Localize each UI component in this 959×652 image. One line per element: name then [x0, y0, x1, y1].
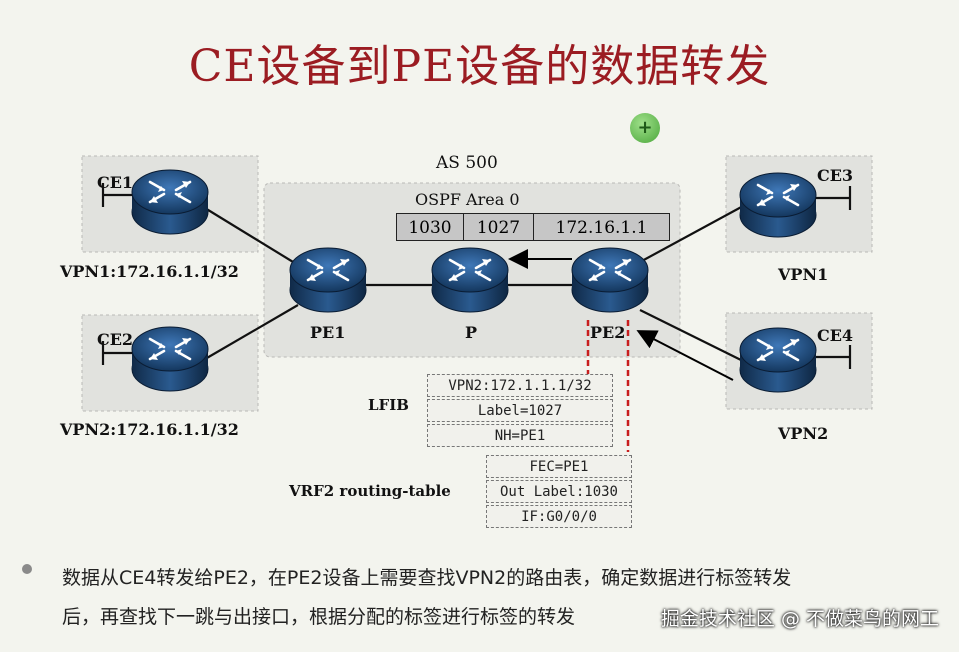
label-stack-cell-inner: 1027	[463, 213, 534, 241]
vrf2-table-title: VRF2 routing-table	[289, 482, 451, 500]
lfib-row: NH=PE1	[427, 424, 613, 447]
router-ce3-icon	[738, 171, 818, 239]
description-line-2: 后，再查找下一跳与出接口，根据分配的标签进行标签的转发	[62, 606, 576, 628]
bullet-icon	[22, 564, 32, 574]
device-label-ce3: CE3	[817, 166, 854, 185]
device-label-pe2: PE2	[590, 323, 626, 342]
device-label-pe1: PE1	[310, 323, 346, 342]
description-line-1: 数据从CE4转发给PE2，在PE2设备上需要查找VPN2的路由表，确定数据进行标…	[62, 567, 792, 589]
vrf2-row: IF:G0/0/0	[486, 505, 632, 528]
page-title: CE设备到PE设备的数据转发	[188, 41, 771, 92]
add-button[interactable]: +	[630, 113, 660, 143]
vrf2-row: Out Label:1030	[486, 480, 632, 503]
vpn2-left-label: VPN2:172.16.1.1/32	[60, 420, 239, 439]
vpn2-right-label: VPN2	[778, 424, 829, 443]
router-ce2-icon	[130, 325, 210, 393]
vrf2-row: FEC=PE1	[486, 455, 632, 478]
vpn1-right-label: VPN1	[778, 265, 829, 284]
label-stack-cell-ip: 172.16.1.1	[533, 213, 670, 241]
lfib-row: VPN2:172.1.1.1/32	[427, 374, 613, 397]
router-pe1-icon	[288, 246, 368, 314]
link-pe2-ce3	[639, 204, 746, 263]
device-label-p: P	[465, 323, 478, 342]
router-ce4-icon	[738, 326, 818, 394]
link-pe2-ce4	[639, 309, 746, 363]
lfib-row: Label=1027	[427, 399, 613, 422]
vpn1-left-label: VPN1:172.16.1.1/32	[60, 262, 239, 281]
label-stack-cell-outer: 1030	[396, 213, 464, 241]
device-label-ce1: CE1	[97, 173, 134, 192]
lfib-title: LFIB	[368, 396, 409, 414]
device-label-ce2: CE2	[97, 330, 134, 349]
ospf-area-label: OSPF Area 0	[415, 190, 520, 209]
arrow-ce4-to-pe2	[636, 330, 734, 381]
watermark: 掘金技术社区 @ 不做菜鸟的网工	[660, 608, 939, 630]
as-label: AS 500	[436, 153, 498, 173]
device-label-ce4: CE4	[817, 326, 854, 345]
router-p-icon	[430, 246, 510, 314]
link-ce2-pe1	[199, 304, 299, 363]
router-ce1-icon	[130, 168, 210, 236]
router-pe2-icon	[570, 246, 650, 314]
link-ce1-pe1	[199, 204, 299, 266]
